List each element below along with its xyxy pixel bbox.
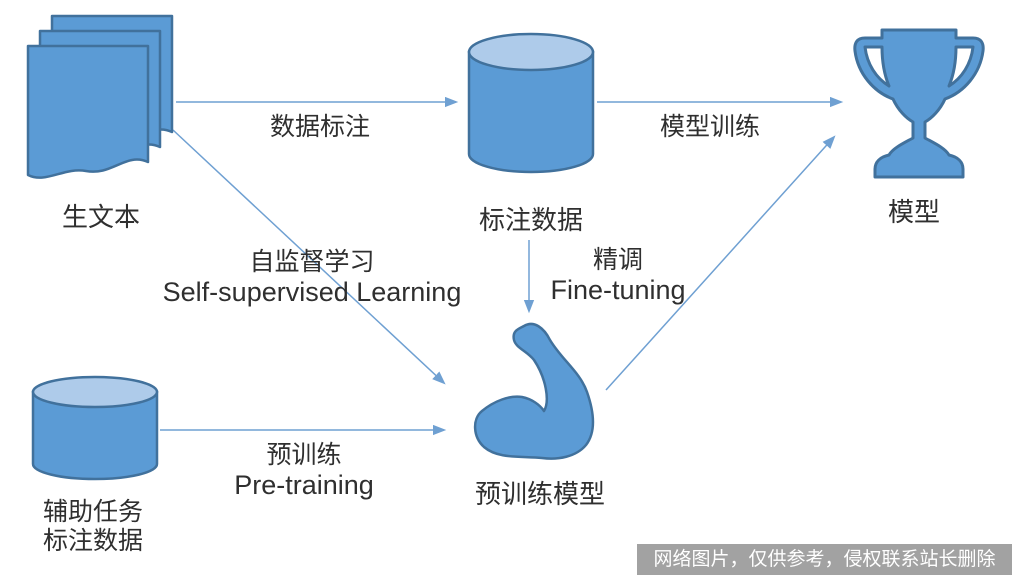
self-supervised-label: 自监督学习 Self-supervised Learning [163,248,462,308]
self-supervised-label-zh: 自监督学习 [249,248,375,276]
watermark-banner: 网络图片，仅供参考，侵权联系站长删除 [637,544,1012,575]
trophy-icon [853,28,985,179]
model-training-label: 模型训练 [659,113,761,141]
fine-tuning-label-en: Fine-tuning [550,275,686,305]
labeled-data-label: 标注数据 [478,205,584,235]
database-icon-labeled-data [467,32,595,174]
aux-data-label-line1: 辅助任务 [42,498,144,526]
muscle-icon [473,322,595,460]
self-supervised-label-en: Self-supervised Learning [162,277,462,307]
aux-data-label: 辅助任务 标注数据 [43,498,143,556]
data-annotation-label: 数据标注 [269,113,371,141]
arrow-pretrained-to-model [605,135,836,391]
pretrained-model-label: 预训练模型 [474,479,606,509]
fine-tuning-label-zh: 精调 [592,246,643,274]
documents-icon [26,14,174,179]
database-icon-aux-data [31,375,159,481]
aux-data-label-line2: 标注数据 [42,527,144,555]
pre-training-label: 预训练 Pre-training [234,441,374,501]
fine-tuning-label: 精调 Fine-tuning [550,246,685,306]
arrow-self-supervised [172,129,446,385]
document-page [26,44,150,179]
model-label: 模型 [887,197,941,227]
raw-text-label: 生文本 [61,202,141,232]
pre-training-label-zh: 预训练 [266,441,342,469]
pre-training-label-en: Pre-training [234,470,374,500]
